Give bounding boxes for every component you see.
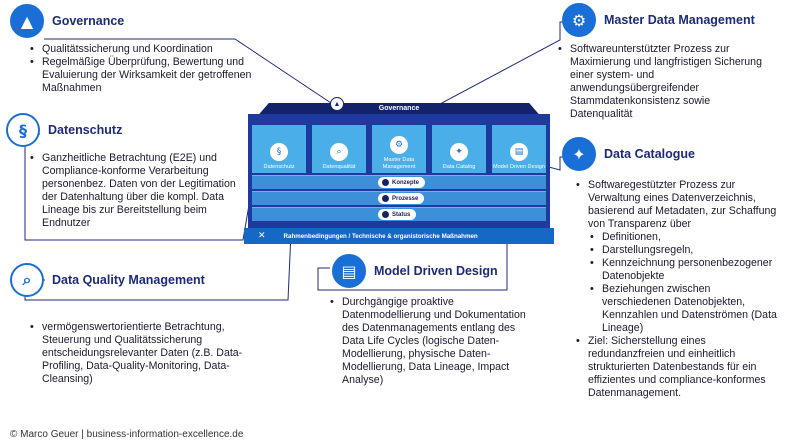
magnifier-icon: ⌕ (10, 263, 44, 297)
list-item: Qualitätssicherung und Koordination (30, 43, 270, 56)
layer-dot-icon (382, 179, 389, 186)
list-item: Durchgängige proaktive Datenmodellierung… (330, 296, 530, 387)
pillar-mdm: ⚙ Master Data Management (372, 125, 426, 173)
datenschutz-header: § Datenschutz (6, 113, 122, 147)
pillar-datenschutz: § Datenschutz (252, 125, 306, 173)
dqm-header: ⌕ Data Quality Management (10, 263, 205, 297)
dqm-text: vermögenswertorientierte Betrachtung, St… (30, 321, 262, 386)
list-item: Softwareunterstützter Prozess zur Maximi… (558, 43, 773, 121)
chart-icon: ▤ (332, 254, 366, 288)
pillar-data-catalog: ✦ Data Catalog (432, 125, 486, 173)
layer-label: Prozesse (392, 195, 419, 202)
catalogue-text: Softwaregestützter Prozess zur Verwaltun… (576, 179, 781, 400)
list-item: Regelmäßige Überprüfung, Bewertung und E… (30, 56, 270, 95)
pillar-label: Master Data Management (382, 157, 416, 170)
list-item: Kennzeichnung personenbezogener Datenobj… (590, 257, 781, 283)
governance-icon: ▲ (10, 4, 44, 38)
mdm-text: Softwareunterstützter Prozess zur Maximi… (558, 43, 773, 121)
pillar-mdd: ▤ Model Driven Design (492, 125, 546, 173)
gear-icon: ⚙ (562, 3, 596, 37)
foundation-label: Rahmenbedingungen / Technische & organis… (283, 232, 478, 240)
dqm-title: Data Quality Management (52, 273, 205, 287)
list-item: Ziel: Sicherstellung eines redundanzfrei… (576, 335, 781, 400)
governance-title: Governance (52, 14, 125, 28)
list-item: Softwaregestützter Prozess zur Verwaltun… (576, 179, 781, 231)
roof-label: Governance (378, 105, 420, 112)
pillar-label: Data Catalog (442, 163, 476, 170)
governance-text: Qualitätssicherung und Koordination Rege… (30, 43, 270, 95)
datenschutz-text: Ganzheitliche Betrachtung (E2E) und Comp… (30, 152, 238, 230)
layer-konzepte: Konzepte (252, 175, 546, 189)
magnifier-icon: ⌕ (330, 142, 348, 161)
footer-credit: © Marco Geuer | business-information-exc… (10, 429, 244, 440)
mdm-header: ⚙ Master Data Management (562, 3, 755, 37)
paragraph-icon: § (6, 113, 40, 147)
tools-icon: ✕ (258, 231, 266, 241)
mdd-title: Model Driven Design (374, 264, 498, 278)
layer-dot-icon (382, 195, 389, 202)
mdm-title: Master Data Management (604, 13, 755, 27)
datenschutz-title: Datenschutz (48, 123, 123, 137)
layer-prozesse: Prozesse (252, 191, 546, 205)
catalogue-header: ✦ Data Catalogue (562, 137, 695, 171)
governance-roof-icon: ▲ (330, 97, 344, 111)
list-item: Beziehungen zwischen verschiedenen Daten… (590, 283, 781, 335)
mdd-text: Durchgängige proaktive Datenmodellierung… (330, 296, 530, 387)
governance-header: ▲ Governance (10, 4, 124, 38)
satellite-icon: ✦ (562, 137, 596, 171)
paragraph-icon: § (270, 142, 288, 161)
pillar-label: Datenschutz (263, 163, 295, 170)
gear-icon: ⚙ (390, 136, 408, 154)
layer-dot-icon (382, 211, 389, 218)
house-foundation: ✕ Rahmenbedingungen / Technische & organ… (244, 228, 554, 244)
pillar-datenqualitaet: ⌕ Datenqualität (312, 125, 366, 173)
mdd-header: ▤ Model Driven Design (332, 254, 498, 288)
house-diagram: ▲ Governance § Datenschutz ⌕ Datenqualit… (244, 97, 554, 245)
pillar-label: Model Driven Design (493, 163, 545, 170)
list-item: Ganzheitliche Betrachtung (E2E) und Comp… (30, 152, 238, 230)
list-item: Darstellungsregeln, (590, 244, 781, 257)
chart-icon: ▤ (510, 142, 528, 161)
pillar-label: Datenqualität (322, 163, 356, 170)
list-item: vermögenswertorientierte Betrachtung, St… (30, 321, 262, 386)
roof-bar (248, 114, 550, 122)
list-item: Definitionen, (590, 231, 781, 244)
satellite-icon: ✦ (450, 142, 468, 161)
layer-status: Status (252, 207, 546, 221)
catalogue-title: Data Catalogue (604, 147, 695, 161)
layer-label: Status (392, 211, 411, 218)
layer-label: Konzepte (392, 179, 419, 186)
